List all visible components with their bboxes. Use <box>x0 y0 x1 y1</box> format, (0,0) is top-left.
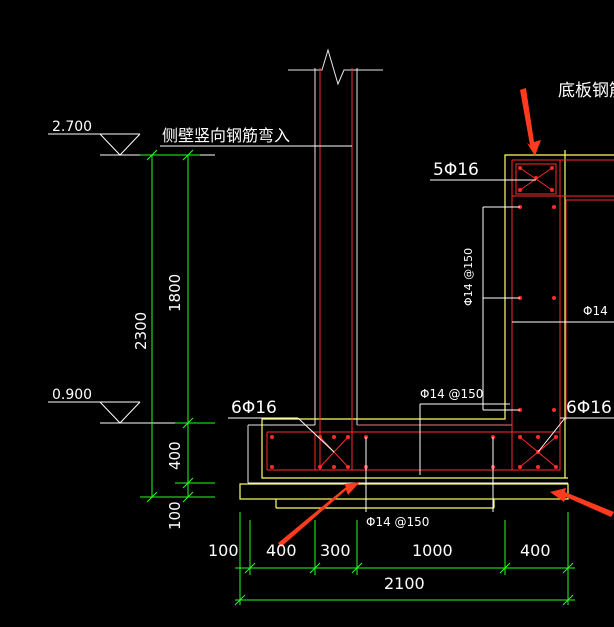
callout-arrows <box>278 88 614 547</box>
dimensions <box>140 149 575 606</box>
slab-spacing-label: Φ14 @150 <box>420 387 483 401</box>
dim-300: 300 <box>320 541 351 560</box>
dim-100-vertical: 100 <box>166 501 184 530</box>
dim-400-left: 400 <box>266 541 297 560</box>
leaders <box>48 133 614 512</box>
foundation-outline <box>239 150 614 509</box>
dim-2300: 2300 <box>132 312 150 350</box>
dim-400-right: 400 <box>520 541 551 560</box>
callout-arrow-bottom-right <box>550 488 614 517</box>
dim-400-vertical: 400 <box>166 441 184 470</box>
right-spacing-label: Φ14 <box>583 304 608 318</box>
break-line <box>288 48 383 86</box>
bottom-spacing-label: Φ14 @150 <box>366 515 429 529</box>
dim-1000: 1000 <box>412 541 453 560</box>
annotation-text: 底板钢筋 侧壁竖向钢筋弯入 5Φ16 6Φ16 6Φ16 Φ14 @150 Φ1… <box>52 81 614 593</box>
rebar-6-right-label: 6Φ16 <box>566 398 612 418</box>
rebar-dots <box>270 166 558 469</box>
rebar-6-left-label: 6Φ16 <box>231 398 277 418</box>
dim-100: 100 <box>208 541 239 560</box>
side-wall-label: 侧壁竖向钢筋弯入 <box>162 126 290 145</box>
callout-arrow-bottom-left <box>278 482 360 547</box>
callout-arrow-top <box>520 88 541 156</box>
elevation-top: 2.700 <box>52 119 92 135</box>
vertical-spacing-label: Φ14 @150 <box>462 248 475 306</box>
rebar-5-label: 5Φ16 <box>433 160 479 180</box>
dim-1800: 1800 <box>166 274 184 312</box>
elevation-bottom: 0.900 <box>52 387 92 403</box>
concrete-outline <box>247 48 568 484</box>
dim-total: 2100 <box>384 574 425 593</box>
top-right-label: 底板钢筋 <box>558 81 614 101</box>
